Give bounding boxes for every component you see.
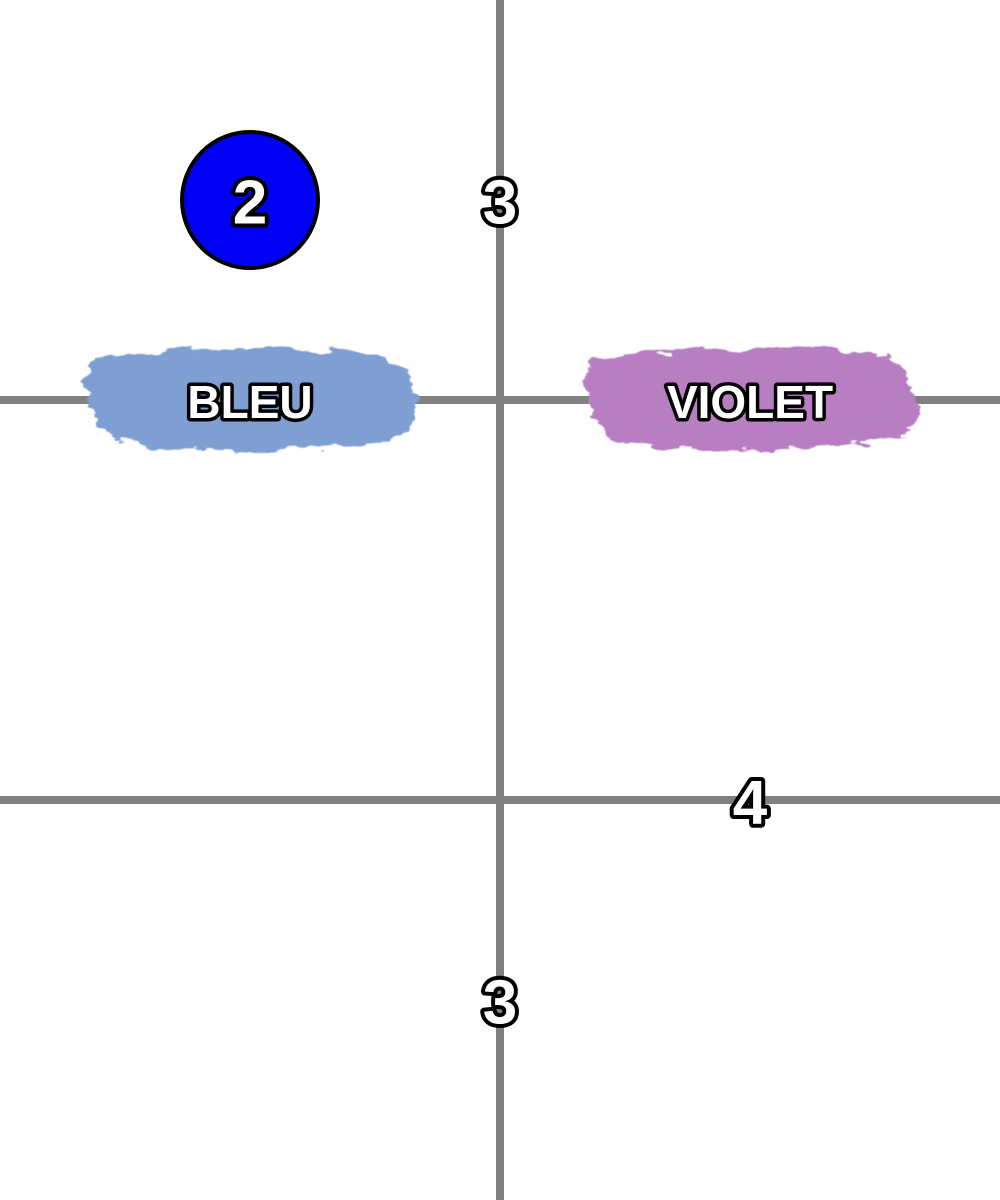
swatch-violet: VIOLET [584,350,920,450]
edge-clue-lower-right: 4 [733,769,768,838]
bleu-paint-highlight [110,366,395,432]
swatch-label-violet: VIOLET [667,376,833,428]
circle-clue-number: 2 [233,169,267,238]
circle-clue[interactable]: 2 [180,130,320,270]
violet-paint-highlight [610,366,895,432]
swatch-bleu: BLEU [84,350,420,450]
swatch-label-bleu: BLEU [187,376,312,428]
circle-clue-disc[interactable] [180,130,320,270]
edge-clue-top-center: 3 [483,169,517,238]
edge-clue-bottom-center: 3 [483,969,517,1038]
